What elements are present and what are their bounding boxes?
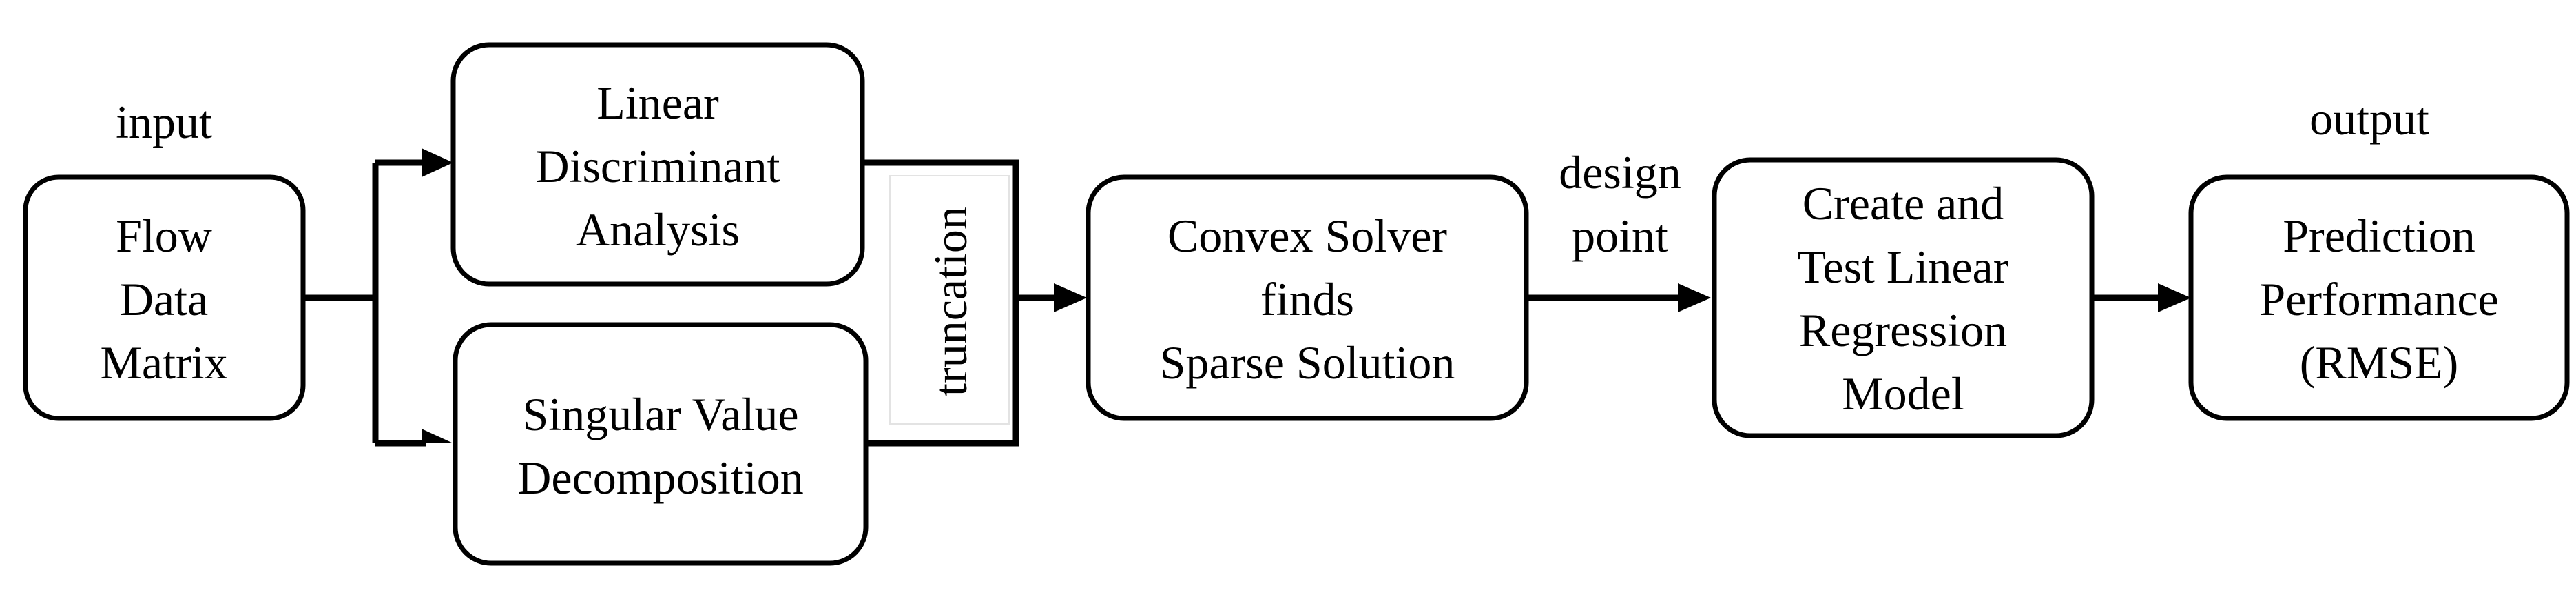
arrow-head-lda (422, 148, 453, 177)
box-lda (450, 42, 865, 287)
prediction-line3: (RMSE) (2300, 336, 2458, 389)
svd-line1: Singular Value (522, 388, 798, 440)
lda-line1: Linear (596, 77, 719, 129)
output-label: output (2309, 92, 2429, 145)
lda-line2: Discriminant (535, 140, 780, 192)
prediction-line1: Prediction (2283, 210, 2475, 262)
truncation-frame (889, 175, 1010, 425)
arrow-head-solver (1054, 283, 1087, 312)
arrow-head-svd (422, 429, 453, 458)
arrow-input-split (303, 159, 426, 447)
flow-data-matrix-line2: Data (120, 273, 208, 325)
input-label: input (116, 96, 212, 148)
truncation-label: truncation (924, 206, 977, 396)
arrow-head-regression (1678, 283, 1711, 312)
regression-line1: Create and (1803, 177, 2004, 230)
regression-line3: Regression (1799, 304, 2007, 356)
box-prediction (2188, 174, 2570, 421)
box-flow-data-matrix (23, 174, 306, 421)
convex-solver-line2: finds (1260, 273, 1354, 325)
regression-line4: Model (1842, 367, 1964, 420)
arrow-head-prediction (2158, 283, 2191, 312)
box-svd (453, 322, 869, 566)
box-regression (1712, 157, 2095, 438)
design-point-label-line2: point (1572, 210, 1668, 262)
lda-line3: Analysis (576, 203, 740, 256)
regression-line2: Test Linear (1798, 241, 2009, 293)
box-convex-solver (1086, 174, 1529, 421)
convex-solver-line3: Sparse Solution (1160, 336, 1455, 389)
convex-solver-line1: Convex Solver (1167, 210, 1447, 262)
prediction-line2: Performance (2259, 273, 2498, 325)
truncation-merge-line (862, 159, 1055, 447)
flow-data-matrix-line1: Flow (116, 210, 212, 262)
connectors (303, 148, 2191, 458)
design-point-label-line1: design (1559, 146, 1681, 199)
svd-line2: Decomposition (517, 451, 804, 504)
flow-data-matrix-line3: Matrix (100, 336, 227, 389)
